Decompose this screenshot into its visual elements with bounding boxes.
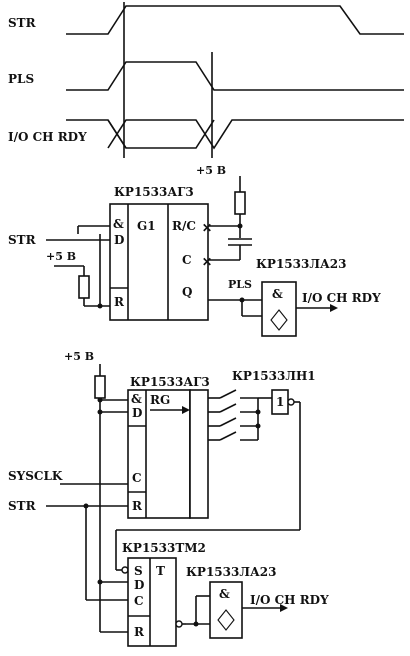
chip1-pin-q: Q <box>182 285 192 299</box>
chip1-title: КР1533АГ3 <box>114 185 194 199</box>
inverter-bubble <box>287 398 295 406</box>
jumper-switch-2 <box>219 417 237 427</box>
waveform-pls <box>66 61 404 91</box>
signal-label-pls: PLS <box>8 72 34 86</box>
waveform-str <box>66 5 404 35</box>
circuit-1: +5 В КР1533АГ3 & D R G1 R/C C Q ✕ ✕ STR … <box>8 164 381 337</box>
junction-pullup-a <box>97 397 103 403</box>
input-label-str-2: STR <box>8 499 37 513</box>
gate1-title: КР1533ЛА23 <box>256 257 346 271</box>
ff-pin-d: D <box>134 578 144 592</box>
resistor-rc <box>234 191 246 215</box>
arrow-gate2-out <box>280 604 288 612</box>
jumper-switch-1 <box>219 403 237 413</box>
chip1-pin-and: & <box>113 217 124 231</box>
junction-r <box>97 303 103 309</box>
signal-label-io-ch-rdy: I/O CH RDY <box>8 130 87 144</box>
arrow-gate1-out <box>330 304 338 312</box>
output-label-1: I/O CH RDY <box>302 291 381 305</box>
ff-s-inversion-bubble <box>121 566 129 574</box>
resistor-left <box>78 275 90 299</box>
gate1-symbol: & <box>272 287 283 301</box>
jumper-junction-2 <box>255 423 261 429</box>
gate1-open-collector-mark <box>270 309 288 331</box>
reg-inner-label: RG <box>150 393 170 407</box>
supply-label-2: +5 В <box>64 350 94 363</box>
chip1-pin-c: C <box>182 253 192 267</box>
junction-rc <box>237 223 243 229</box>
junction-ff-d <box>97 579 103 585</box>
chip1-pin-r: R <box>114 295 125 309</box>
waveform-io-ch-rdy-high-b <box>107 119 404 150</box>
ff-pin-s: S <box>134 564 143 578</box>
input-label-str: STR <box>8 233 37 247</box>
gate2-title: КР1533ЛА23 <box>186 565 276 579</box>
pin-cross-c: ✕ <box>202 255 212 269</box>
jumper-junction-1 <box>255 409 261 415</box>
output-label-2: I/O CH RDY <box>250 593 329 607</box>
net-label-pls: PLS <box>228 278 252 291</box>
resistor-2 <box>94 375 106 399</box>
chip1-pin-rc: R/C <box>172 219 196 233</box>
jumper-switch-0 <box>219 389 237 399</box>
reg-pin-c: C <box>132 471 142 485</box>
gate1-body <box>261 281 297 337</box>
chip1-pin-d: D <box>114 233 124 247</box>
ff-body <box>127 557 177 647</box>
signal-label-str: STR <box>8 16 37 30</box>
junction-pullup-b <box>97 409 103 415</box>
inv-title: КР1533ЛН1 <box>232 369 316 383</box>
supply-label-top: +5 В <box>196 164 226 177</box>
gate2-open-collector-mark <box>217 609 235 631</box>
reg-pin-d: D <box>132 406 142 420</box>
chip1-body <box>109 203 209 321</box>
pin-cross-rc: ✕ <box>202 221 212 235</box>
reg-pin-and: & <box>131 392 142 406</box>
supply-label-left: +5 В <box>46 250 76 263</box>
circuit-2: +5 В КР1533АГ3 & D C R RG 0 1 2 3 4 5 6 … <box>8 350 329 647</box>
input-label-sysclk: SYSCLK <box>8 469 63 483</box>
inverter-symbol: 1 <box>276 395 284 409</box>
ff-title: КР1533ТМ2 <box>122 541 206 555</box>
reg-pin-r: R <box>132 499 143 513</box>
jumper-switches <box>208 389 272 441</box>
reg-shift-arrowhead <box>182 406 190 414</box>
ff-pin-r: R <box>134 625 145 639</box>
reg-output-column <box>189 389 209 519</box>
chip1-inner-label: G1 <box>137 219 156 233</box>
ff-q-inversion-bubble <box>175 620 183 628</box>
jumper-switch-3 <box>219 431 237 441</box>
timing-diagram: STR PLS I/O CH RDY <box>8 2 404 158</box>
ff-pin-c: C <box>134 594 144 608</box>
ff-inner-label: T <box>156 564 165 578</box>
reg-title: КР1533АГ3 <box>130 375 210 389</box>
gate2-symbol: & <box>219 587 230 601</box>
